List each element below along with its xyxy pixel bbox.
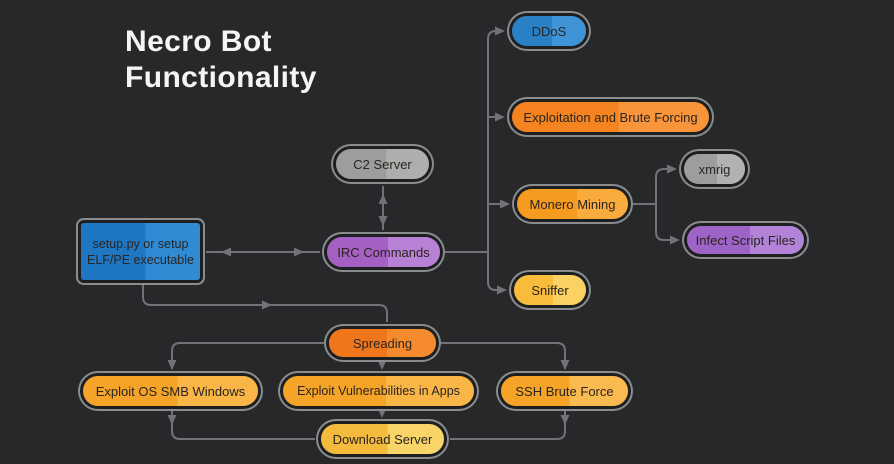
connector-c2-irc [378, 186, 388, 230]
connector-ssh-download [450, 411, 570, 440]
node-label: Spreading [352, 335, 413, 351]
node-label: Download Server [332, 431, 433, 447]
connector-monero-fork [633, 164, 680, 245]
connector-setup-irc [206, 247, 320, 257]
node-label: SSH Brute Force [515, 383, 614, 399]
node-setup-executable: setup.py or setup ELF/PE executable [81, 223, 200, 280]
node-label: setup.py or setup [92, 236, 189, 251]
node-c2-server: C2 Server [336, 149, 429, 179]
node-label: Monero Mining [529, 196, 616, 212]
node-exploit-vuln-apps: Exploit Vulnerabilities in Apps [283, 376, 474, 406]
node-label: Exploitation and Brute Forcing [523, 109, 698, 125]
node-spreading: Spreading [329, 329, 436, 357]
node-label: xmrig [698, 161, 731, 177]
connector-spreading-vuln [377, 360, 387, 370]
connector-irc-trunk [445, 26, 510, 295]
node-label: Exploit OS SMB Windows [95, 383, 246, 399]
connector-smb-download [167, 411, 315, 440]
diagram-title: Necro Bot Functionality [125, 24, 317, 96]
node-label: IRC Commands [337, 244, 430, 260]
node-ddos: DDoS [512, 16, 586, 46]
node-infect-script-files: Infect Script Files [687, 226, 804, 254]
node-ssh-brute-force: SSH Brute Force [501, 376, 628, 406]
connector-spreading-ssh [441, 342, 570, 370]
node-label: DDoS [531, 23, 567, 39]
node-label: C2 Server [353, 156, 412, 172]
node-label: Sniffer [531, 282, 569, 298]
connector-vuln-download [377, 408, 387, 418]
node-irc-commands: IRC Commands [327, 237, 440, 267]
connector-setup-spreading [142, 285, 388, 322]
node-label: Exploit Vulnerabilities in Apps [297, 384, 460, 398]
connector-spreading-smb [167, 342, 324, 370]
node-exploitation: Exploitation and Brute Forcing [512, 102, 709, 132]
node-exploit-os-smb: Exploit OS SMB Windows [83, 376, 258, 406]
node-xmrig: xmrig [684, 154, 745, 184]
node-label: Infect Script Files [695, 232, 796, 248]
node-sniffer: Sniffer [514, 275, 586, 305]
title-line-2: Functionality [125, 61, 317, 94]
node-monero-mining: Monero Mining [517, 189, 628, 219]
title-line-1: Necro Bot [125, 25, 272, 58]
node-label: ELF/PE executable [86, 252, 194, 267]
node-download-server: Download Server [321, 424, 444, 454]
